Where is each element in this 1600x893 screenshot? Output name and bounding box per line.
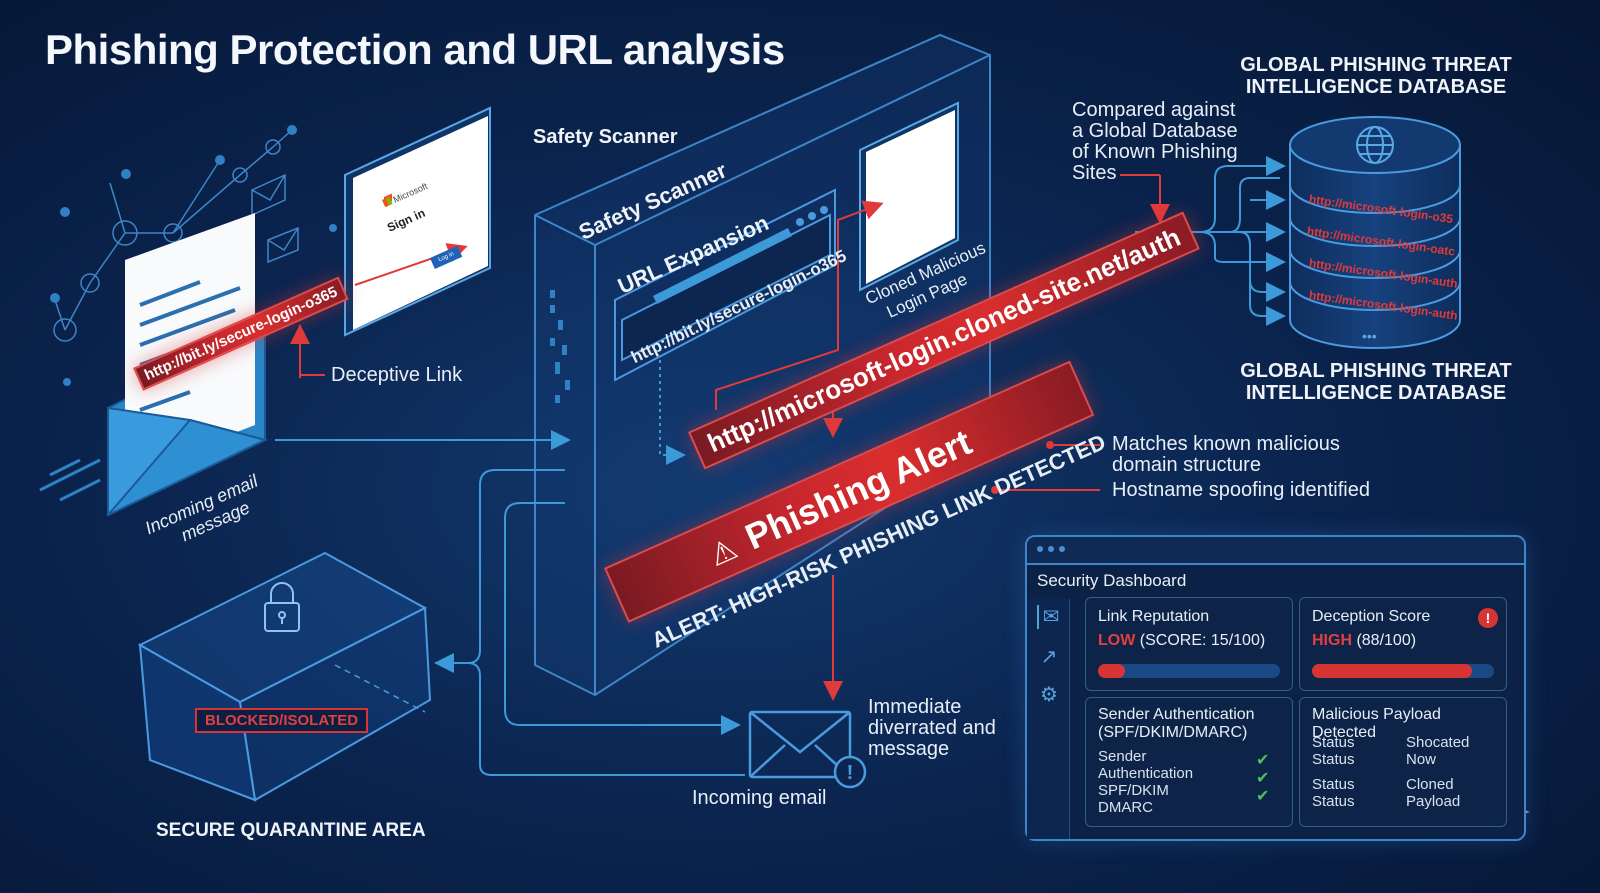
check-icon: ✔ — [1256, 770, 1270, 787]
network-dots — [50, 125, 337, 386]
finding-domain-structure: Matches known malicious domain structure — [1112, 434, 1340, 476]
alert-exclamation-icon: ! — [1478, 608, 1498, 628]
database-title-top-line2: INTELLIGENCE DATABASE — [1245, 76, 1507, 98]
link-reputation-card: Link Reputation LOW (SCORE: 15/100) — [1085, 597, 1293, 691]
database-title-top: GLOBAL PHISHING THREAT INTELLIGENCE DATA… — [1226, 54, 1526, 98]
payload-row-label: Status — [1312, 776, 1355, 793]
diverted-note-line1: Immediate — [868, 696, 962, 718]
window-dots — [796, 206, 828, 226]
small-envelope-icons — [251, 173, 299, 264]
security-dashboard: Security Dashboard ✉ ↗ ⚙ Link Reputation… — [1025, 535, 1526, 841]
malicious-payload-card: Malicious Payload Detected Status Status… — [1299, 697, 1507, 827]
finding-hostname-spoofing: Hostname spoofing identified — [1112, 479, 1370, 501]
warning-triangle-icon: ⚠ — [704, 532, 743, 574]
check-icon: ✔ — [1256, 752, 1270, 769]
payload-row-label: Status — [1312, 793, 1355, 810]
diverted-note-line3: message — [868, 738, 950, 760]
sender-auth-title-line2: (SPF/DKIM/DMARC) — [1098, 724, 1248, 741]
compare-note-line3: of Known Phishing — [1072, 141, 1238, 163]
database-title-bottom-line1: GLOBAL PHISHING THREAT — [1240, 360, 1512, 382]
database-title-bottom-line2: INTELLIGENCE DATABASE — [1245, 382, 1507, 404]
payload-title: Malicious Payload Detected — [1312, 706, 1441, 741]
fake-login-window — [344, 106, 491, 337]
deception-score-bar — [1312, 664, 1494, 678]
link-reputation-bar — [1098, 664, 1280, 678]
page-title: Phishing Protection and URL analysis — [45, 26, 785, 73]
compare-note-line1: Compared against — [1072, 99, 1236, 121]
deception-score-bar-fill — [1312, 664, 1473, 678]
gear-icon[interactable]: ⚙ — [1040, 684, 1058, 706]
payload-row-value: Now — [1406, 751, 1437, 768]
sender-auth-row: SPF/DKIM — [1098, 782, 1169, 799]
window-dot — [1048, 546, 1054, 552]
speed-lines — [39, 458, 101, 502]
compare-note-line4: Sites — [1072, 162, 1117, 184]
finding-line2: domain structure — [1112, 454, 1261, 476]
network-graph-icon — [53, 129, 293, 342]
finding-line1: Matches known malicious — [1112, 433, 1340, 455]
dashboard-sidebar: ✉ ↗ ⚙ — [1027, 599, 1070, 839]
deception-score-card: Deception Score ! HIGH (88/100) — [1299, 597, 1507, 691]
check-icon: ✔ — [1256, 788, 1270, 805]
microsoft-logo-icon — [382, 196, 393, 208]
diverted-note: Immediate diverrated and message — [868, 697, 996, 760]
payload-row-value: Shocated — [1406, 734, 1470, 751]
cloned-login-window — [859, 101, 959, 292]
database-compare-note: Compared against a Global Database of Kn… — [1072, 100, 1238, 184]
diverted-caption: Incoming email — [692, 787, 827, 809]
globe-icon — [1356, 126, 1394, 164]
deception-score-detail: (88/100) — [1356, 632, 1417, 649]
quarantine-label: SECURE QUARANTINE AREA — [156, 820, 426, 841]
deceptive-link-label: Deceptive Link — [331, 364, 463, 386]
link-reputation-detail: (SCORE: 15/100) — [1139, 632, 1266, 649]
payload-row-label: Status — [1312, 734, 1355, 751]
deception-score-level: HIGH — [1312, 632, 1352, 649]
scanner-label: Safety Scanner — [533, 126, 678, 148]
sender-auth-title-line1: Sender Authentication — [1098, 706, 1255, 723]
link-reputation-title: Link Reputation — [1098, 608, 1210, 625]
compare-note-line2: a Global Database — [1072, 120, 1238, 142]
database-title-top-line1: GLOBAL PHISHING THREAT — [1240, 54, 1512, 76]
link-reputation-bar-fill — [1098, 664, 1126, 678]
db-more-indicator: ••• — [1362, 328, 1377, 344]
blocked-isolated-badge: BLOCKED/ISOLATED — [195, 708, 369, 733]
dashboard-title: Security Dashboard — [1037, 571, 1187, 590]
trend-chart-icon[interactable]: ↗ — [1040, 646, 1058, 668]
dashboard-titlebar — [1027, 537, 1524, 565]
url-expansion-panel — [614, 188, 836, 382]
finding-dots — [991, 441, 1054, 494]
deception-score-title: Deception Score — [1312, 608, 1431, 625]
quarantine-box — [137, 551, 432, 802]
padlock-icon — [264, 582, 300, 632]
payload-row-label: Status — [1312, 751, 1355, 768]
payload-row-value: Cloned — [1406, 776, 1454, 793]
sender-auth-card: Sender Authentication (SPF/DKIM/DMARC) S… — [1085, 697, 1293, 827]
sender-auth-row: Authentication — [1098, 765, 1194, 782]
sender-auth-row: DMARC — [1098, 799, 1153, 816]
diverted-note-line2: diverrated and — [868, 717, 996, 739]
warning-exclamation-icon: ! — [847, 762, 854, 784]
link-reputation-level: LOW — [1098, 632, 1136, 649]
scanner-meter-bars — [550, 290, 570, 403]
sender-auth-row: Sender — [1098, 748, 1147, 765]
diverted-email-icon — [748, 710, 867, 789]
window-dot — [1059, 546, 1065, 552]
window-dot — [1037, 546, 1043, 552]
payload-row-value: Payload — [1406, 793, 1461, 810]
database-title-bottom: GLOBAL PHISHING THREAT INTELLIGENCE DATA… — [1226, 360, 1526, 404]
mail-icon[interactable]: ✉ — [1037, 605, 1063, 629]
